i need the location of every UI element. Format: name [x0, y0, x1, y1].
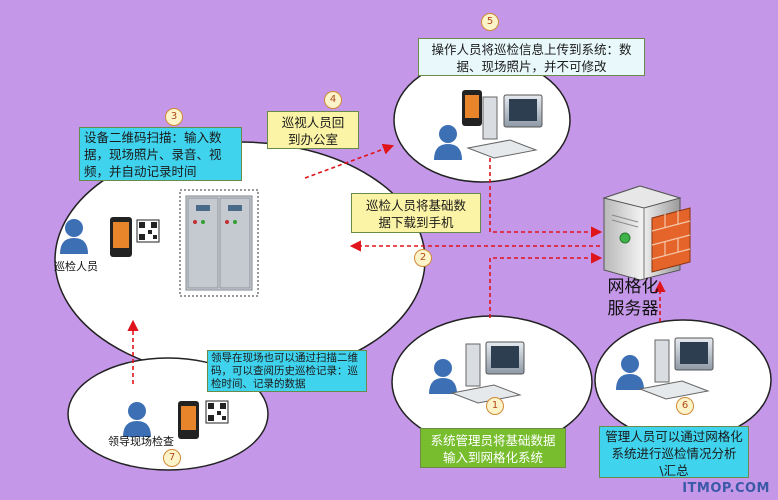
step-number-4: 4 — [324, 91, 342, 109]
computer-icon-office — [466, 94, 543, 159]
phone-icon-office — [462, 90, 482, 126]
arrow-admin-to-server — [489, 252, 603, 318]
step1-caption: 系统管理员将基础数据输入到网格化系统 — [420, 428, 566, 468]
step-number-6: 6 — [676, 397, 694, 415]
step3-caption: 设备二维码扫描：输入数据，现场照片、录音、视频，并自动记录时间 — [79, 127, 242, 181]
person-icon-inspector — [60, 219, 88, 254]
person-icon-leader — [123, 402, 151, 437]
phone-icon-leader — [178, 401, 199, 439]
computer-icon-manager — [638, 337, 714, 400]
arrow-office-to-server — [489, 158, 603, 238]
server-label: 网格化服务器 — [607, 277, 659, 319]
step4-caption: 巡视人员回到办公室 — [267, 111, 359, 149]
step2-caption: 巡检人员将基础数据下载到手机 — [351, 193, 481, 233]
phone-icon-inspector — [110, 217, 132, 257]
inspector-label: 巡检人员 — [54, 260, 98, 273]
step-number-1: 1 — [486, 397, 504, 415]
computer-icon-admin — [450, 341, 525, 404]
step-number-5: 5 — [481, 13, 499, 31]
person-icon-admin — [429, 359, 457, 394]
step5-caption: 操作人员将巡检信息上传到系统：数据、现场照片，并不可修改 — [418, 38, 645, 76]
step-number-2: 2 — [414, 249, 432, 267]
step7-caption: 领导在现场也可以通过扫描二维码，可以查阅历史巡检记录：巡检时间、记录的数据 — [207, 350, 367, 392]
firewall-icon — [651, 207, 691, 273]
step-number-7: 7 — [163, 449, 181, 467]
person-icon-manager — [616, 355, 644, 390]
qr-code-icon-inspector — [136, 219, 160, 243]
leader-label: 领导现场检查 — [108, 435, 174, 448]
watermark: ITMOP.COM — [682, 481, 770, 496]
step-number-3: 3 — [165, 108, 183, 126]
step6-caption: 管理人员可以通过网格化系统进行巡检情况分析\汇总 — [599, 426, 749, 478]
qr-code-icon-leader — [205, 400, 229, 424]
equipment-cabinet-image — [179, 189, 259, 297]
arrow-field-to-office — [304, 143, 395, 179]
person-icon-office — [434, 125, 462, 160]
